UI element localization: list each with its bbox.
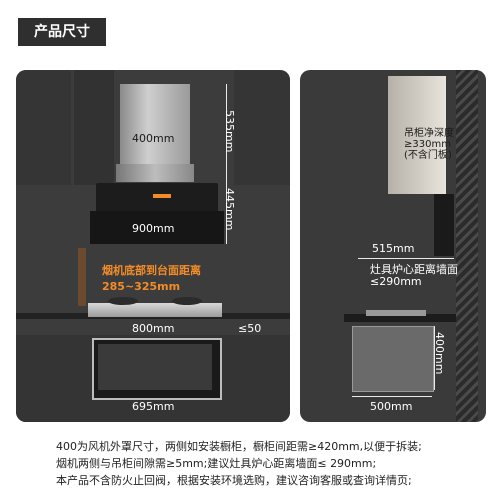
chimney-height-label: 535mm: [223, 110, 236, 153]
stove-thickness-label: ≤50: [238, 322, 262, 335]
side-view-panel: 吊柜净深度 ≥330mm (不含门板) 515mm 灶具炉心距离墙面 ≤290m…: [300, 70, 486, 422]
countertop-side: [344, 314, 456, 322]
oven-width-label: 695mm: [132, 400, 175, 413]
hood-chimney: [120, 84, 190, 176]
wall-hatching: [456, 70, 478, 422]
stove: [88, 303, 222, 317]
upper-cabinet-left: [16, 70, 71, 185]
upper-cabinet-left-2: [74, 70, 114, 185]
hood-height-label: 445mm: [223, 188, 236, 231]
cabinet-depth-line3: (不含门板): [404, 150, 452, 161]
upper-cabinet-right: [234, 70, 290, 185]
oven-height-line: [434, 326, 435, 390]
height-dimension-line: [226, 84, 227, 244]
distance-note-title: 烟机底部到台面距离: [102, 264, 201, 277]
burner-right: [172, 297, 202, 305]
burner-wall-line2: ≤290mm: [370, 275, 422, 288]
burner-left: [108, 297, 138, 305]
footer-line-1: 400为风机外罩尺寸，两侧如安装橱柜，橱柜间距需≥420mm,以便于拆装;: [56, 440, 422, 453]
oven-window: [98, 344, 212, 390]
display-indicator: [153, 194, 171, 198]
upper-cabinet-side: [388, 76, 446, 194]
footer-notes: 400为风机外罩尺寸，两侧如安装橱柜，橱柜间距需≥420mm,以便于拆装; 烟机…: [56, 438, 486, 489]
oven-depth-line: [352, 396, 432, 397]
hood-width-label: 900mm: [132, 222, 175, 235]
oven-height-label: 400mm: [433, 332, 446, 375]
hood-body-panel: [90, 211, 224, 244]
cabinet-depth-line2: ≥330mm: [404, 139, 451, 150]
chimney-width-label: 400mm: [132, 132, 175, 145]
oven-depth-label: 500mm: [370, 400, 413, 413]
section-tag: 产品尺寸: [18, 18, 106, 46]
hood-side: [434, 194, 454, 256]
footer-line-2: 烟机两侧与吊柜间隙需≥5mm;建议灶具炉心距离墙面≤ 290mm;: [56, 457, 377, 470]
burner-wall-line1: 灶具炉心距离墙面: [370, 263, 458, 276]
stove-width-label: 800mm: [132, 322, 175, 335]
footer-line-3: 本产品不含防火止回阀，根据安装环境选购，建议咨询客服或查询详情页;: [56, 474, 412, 487]
front-view-panel: 400mm 900mm 535mm 445mm 烟机底部到台面距离 285~32…: [16, 70, 290, 422]
distance-note-value: 285~325mm: [102, 280, 181, 293]
burner-wall-note: 灶具炉心距离墙面 ≤290mm: [370, 264, 458, 288]
cabinet-depth-note: 吊柜净深度 ≥330mm (不含门板): [404, 128, 454, 161]
hood-depth-label: 515mm: [372, 242, 415, 255]
hood-depth-line: [358, 258, 454, 259]
oven-side: [352, 326, 434, 392]
stove-side: [366, 310, 426, 316]
hood-chimney-base: [116, 164, 194, 182]
distance-marker: [78, 248, 86, 306]
cabinet-depth-line1: 吊柜净深度: [404, 128, 454, 139]
